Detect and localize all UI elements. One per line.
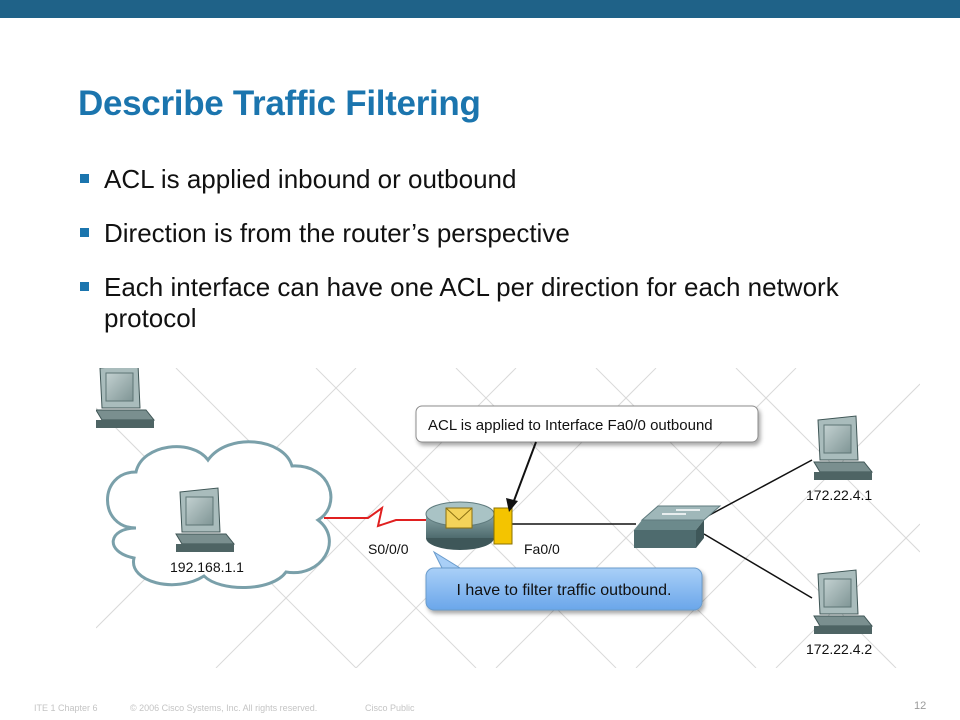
bullet-marker-icon: [80, 228, 89, 237]
bullet-item: Direction is from the router’s perspecti…: [78, 218, 918, 249]
bullet-list: ACL is applied inbound or outbound Direc…: [78, 164, 918, 357]
acl-callout: ACL is applied to Interface Fa0/0 outbou…: [415, 405, 759, 443]
network-diagram: ACL is applied to Interface Fa0/0 outbou…: [96, 368, 920, 668]
ethernet-link-host-1: [703, 459, 813, 519]
bullet-item: Each interface can have one ACL per dire…: [78, 272, 918, 334]
host-top-right-ip: 172.22.4.1: [806, 487, 872, 503]
pc-icon-bottom-right: [813, 569, 873, 635]
bullet-marker-icon: [80, 174, 89, 183]
switch-icon: [634, 505, 722, 548]
router-speech-bubble: I have to filter traffic outbound.: [425, 550, 703, 611]
router-icon: [425, 501, 495, 550]
page-number: 12: [914, 700, 927, 712]
bullet-text: Direction is from the router’s perspecti…: [104, 218, 570, 248]
callout-pointer-arrowhead: [506, 498, 518, 512]
acl-filter-icon: [493, 507, 513, 545]
host-left-ip: 192.168.1.1: [170, 559, 244, 575]
bullet-text: ACL is applied inbound or outbound: [104, 164, 517, 194]
footer-classification: Cisco Public: [365, 703, 415, 713]
bullet-marker-icon: [80, 282, 89, 291]
acl-callout-text: ACL is applied to Interface Fa0/0 outbou…: [428, 417, 713, 434]
host-bottom-right-ip: 172.22.4.2: [806, 641, 872, 657]
serial-interface-label: S0/0/0: [368, 541, 409, 557]
top-banner: [0, 0, 960, 18]
footer-course: ITE 1 Chapter 6: [34, 703, 98, 713]
ethernet-link-host-2: [703, 533, 813, 599]
fast-ethernet-interface-label: Fa0/0: [524, 541, 560, 557]
bullet-text: Each interface can have one ACL per dire…: [104, 272, 839, 333]
router-speech-text: I have to filter traffic outbound.: [457, 582, 672, 599]
bullet-item: ACL is applied inbound or outbound: [78, 164, 918, 195]
footer-copyright: © 2006 Cisco Systems, Inc. All rights re…: [130, 703, 318, 713]
serial-link: [324, 505, 426, 528]
callout-pointer: [511, 441, 537, 507]
pc-icon-top-right: [813, 415, 873, 481]
slide-title: Describe Traffic Filtering: [78, 84, 481, 123]
pc-icon: [96, 368, 156, 428]
